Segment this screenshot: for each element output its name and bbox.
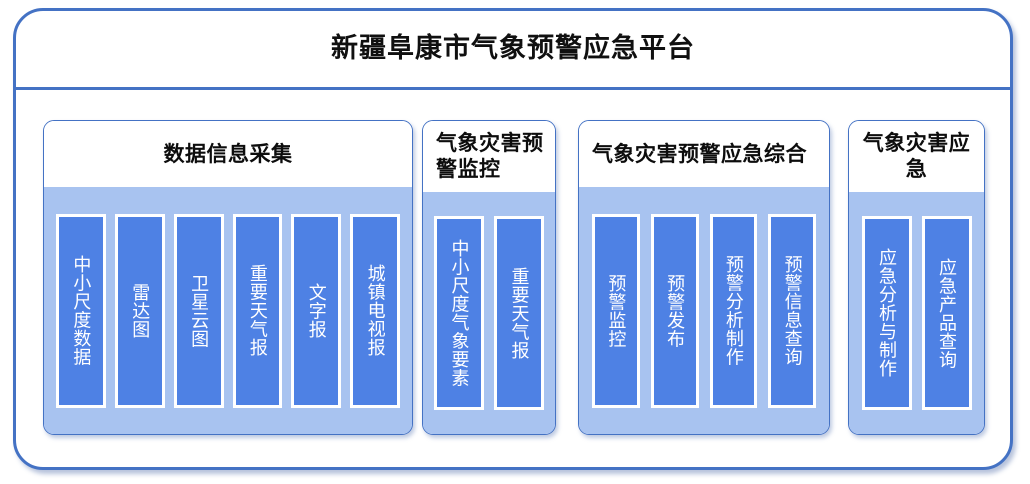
module-item-label: 文字报	[306, 282, 327, 339]
group-data-collection-header: 数据信息采集	[44, 121, 412, 187]
module-item[interactable]: 中小尺度气象要素	[434, 216, 484, 410]
module-item-label: 应急产品查询	[937, 257, 957, 369]
group-data-collection[interactable]: 数据信息采集 中小尺度数据 雷达图 卫星云图 重要天气报 文字报 城	[43, 120, 413, 435]
group-warning-integrated-header: 气象灾害预警应急综合	[579, 121, 829, 187]
module-item-label: 应急分析与制作	[877, 248, 897, 378]
platform-frame: 新疆阜康市气象预警应急平台 数据信息采集 中小尺度数据 雷达图 卫星云图 重要天…	[13, 8, 1013, 470]
module-groups-row: 数据信息采集 中小尺度数据 雷达图 卫星云图 重要天气报 文字报 城	[16, 90, 1010, 467]
group-warning-monitor-header: 气象灾害预警监控	[423, 121, 555, 192]
module-item-label: 预警发布	[665, 273, 686, 348]
module-item-label: 城镇电视报	[365, 264, 386, 357]
module-item[interactable]: 雷达图	[114, 213, 165, 408]
module-item[interactable]: 卫星云图	[173, 213, 224, 408]
group-warning-monitor-items: 中小尺度气象要素 重要天气报	[423, 192, 555, 434]
module-item[interactable]: 应急分析与制作	[861, 216, 912, 410]
module-item-label: 预警监控	[606, 273, 627, 348]
module-item[interactable]: 预警发布	[650, 213, 699, 408]
module-item-label: 预警信息查询	[782, 255, 803, 366]
module-item[interactable]: 预警信息查询	[768, 213, 816, 408]
module-item-label: 重要天气报	[509, 266, 530, 360]
module-item[interactable]: 城镇电视报	[350, 213, 400, 408]
module-item-label: 雷达图	[130, 282, 151, 339]
module-item-label: 重要天气报	[247, 264, 268, 357]
module-item[interactable]: 应急产品查询	[921, 216, 972, 410]
group-data-collection-items: 中小尺度数据 雷达图 卫星云图 重要天气报 文字报 城镇电视报	[44, 187, 412, 434]
module-item-label: 中小尺度数据	[71, 255, 92, 366]
module-item[interactable]: 预警分析制作	[709, 213, 758, 408]
group-disaster-emergency[interactable]: 气象灾害应急 应急分析与制作 应急产品查询	[848, 120, 985, 435]
group-disaster-emergency-header: 气象灾害应急	[849, 121, 984, 192]
group-warning-integrated[interactable]: 气象灾害预警应急综合 预警监控 预警发布 预警分析制作 预警信息查询	[578, 120, 830, 435]
group-disaster-emergency-items: 应急分析与制作 应急产品查询	[849, 192, 984, 434]
module-item[interactable]: 重要天气报	[494, 216, 544, 410]
module-item-label: 预警分析制作	[723, 255, 744, 366]
group-warning-monitor[interactable]: 气象灾害预警监控 中小尺度气象要素 重要天气报	[422, 120, 556, 435]
module-item-label: 中小尺度气象要素	[449, 239, 470, 387]
platform-title-bar: 新疆阜康市气象预警应急平台	[16, 11, 1010, 90]
module-item[interactable]: 预警监控	[592, 213, 640, 408]
module-item[interactable]: 中小尺度数据	[56, 213, 106, 408]
module-item-label: 卫星云图	[189, 273, 210, 348]
module-item[interactable]: 重要天气报	[232, 213, 283, 408]
page-title: 新疆阜康市气象预警应急平台	[331, 33, 695, 64]
group-warning-integrated-items: 预警监控 预警发布 预警分析制作 预警信息查询	[579, 187, 829, 434]
module-item[interactable]: 文字报	[291, 213, 342, 408]
